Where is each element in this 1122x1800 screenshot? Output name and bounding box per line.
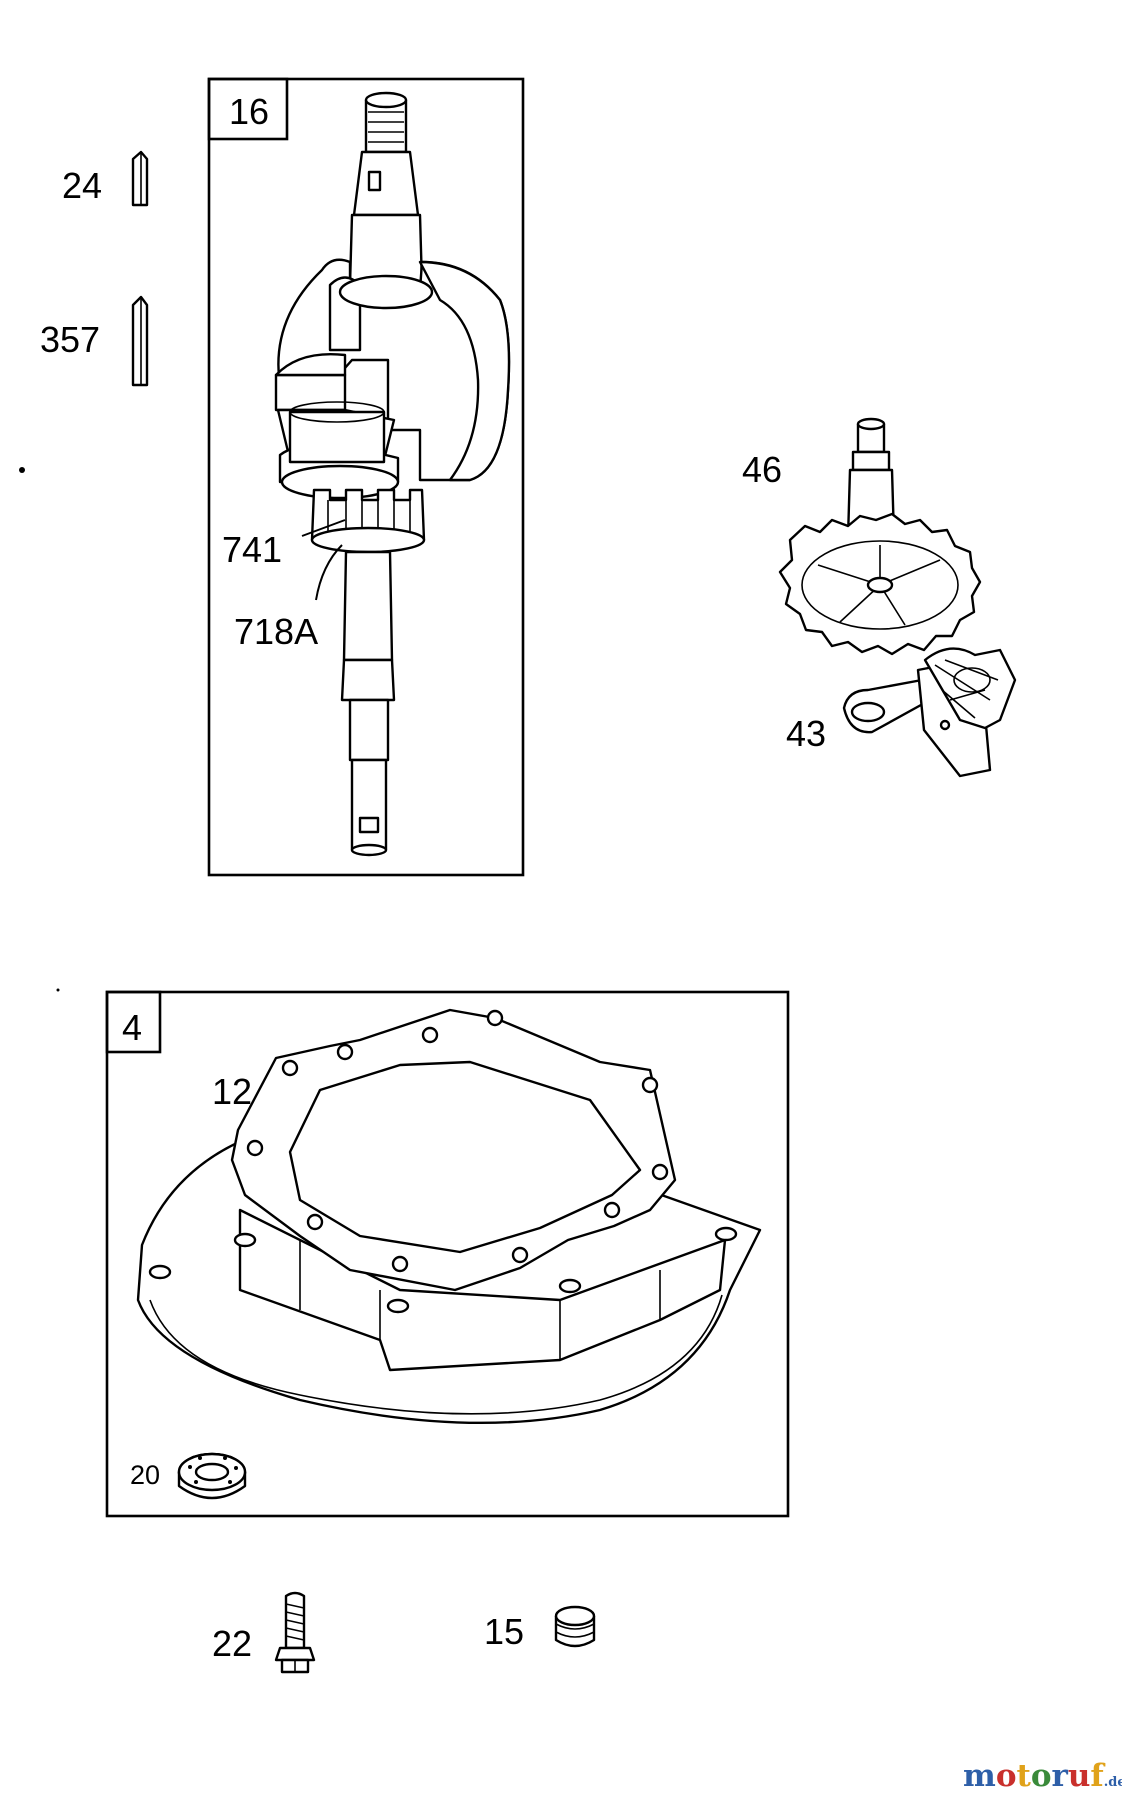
label-24: 24: [62, 165, 102, 206]
watermark-letter: u: [1068, 1758, 1091, 1794]
label-22: 22: [212, 1623, 252, 1664]
crankshaft-box: [207, 77, 525, 877]
watermark-letter: o: [996, 1758, 1017, 1794]
scan-dot: [19, 467, 25, 473]
label-43: 43: [786, 713, 826, 754]
crank-gear: [310, 488, 426, 554]
crankshaft-top-stub: [348, 91, 424, 287]
leader-741: [301, 519, 346, 537]
key-24: 24: [62, 150, 149, 207]
watermark-letter: o: [1031, 1758, 1052, 1794]
governor-assembly: 43: [786, 647, 1017, 778]
watermark-letter: m: [963, 1758, 996, 1794]
scan-dot: [56, 988, 60, 992]
label-46: 46: [742, 449, 782, 490]
oil-seal: 20: [130, 1452, 247, 1500]
label-741: 741: [222, 529, 282, 570]
label-4: 4: [122, 1007, 142, 1048]
gasket: [230, 1008, 677, 1292]
watermark-logo: motoruf.de: [963, 1758, 1122, 1794]
watermark-letter: t: [1017, 1758, 1032, 1794]
label-20: 20: [130, 1460, 160, 1490]
label-12: 12: [212, 1071, 252, 1112]
camshaft: 46: [742, 417, 982, 656]
plug: 15: [484, 1605, 596, 1652]
sump-group: 4 12: [105, 990, 790, 1518]
sump-bosses: [148, 1226, 738, 1314]
watermark-letter: r: [1052, 1758, 1069, 1794]
label-15: 15: [484, 1611, 524, 1652]
svg-text:motoruf.de: motoruf.de: [963, 1758, 1122, 1794]
key-357: 357: [40, 295, 149, 387]
leader-718a: [315, 544, 343, 601]
cam-gear: [778, 512, 982, 656]
watermark-suffix: .de: [1104, 1775, 1122, 1790]
screw: 22: [212, 1591, 316, 1674]
sump-box-tag: [105, 990, 162, 1054]
label-357: 357: [40, 319, 100, 360]
watermark-letter: f: [1090, 1758, 1105, 1794]
label-16: 16: [229, 91, 269, 132]
crankshaft-lower-shaft: [340, 550, 396, 857]
sump-box: [105, 990, 790, 1518]
crankshaft-box-tag: [207, 77, 289, 141]
label-718a: 718A: [234, 611, 318, 652]
crankpin: [288, 401, 386, 464]
crankshaft-group: 16: [207, 77, 525, 877]
